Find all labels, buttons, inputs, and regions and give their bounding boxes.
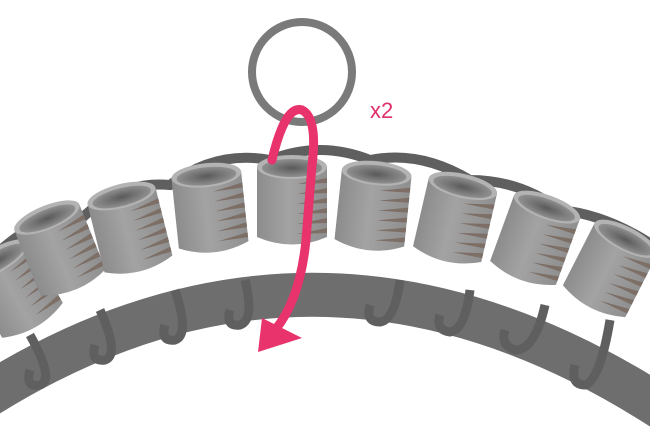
bead-6 (333, 157, 413, 254)
bead-7 (411, 166, 500, 270)
bead-5 (257, 155, 327, 245)
path-arrow (267, 105, 319, 335)
cord (0, 272, 650, 427)
repeat-count-label: x2 (370, 98, 394, 123)
bottom-links (24, 278, 615, 390)
bead-4 (170, 159, 250, 256)
jump-ring (248, 18, 356, 126)
arrow-head-icon (258, 318, 302, 352)
